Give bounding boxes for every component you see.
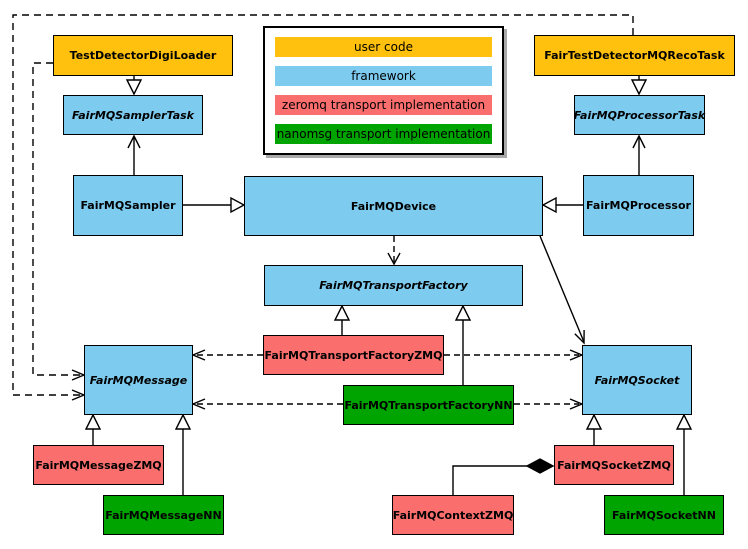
edge-socketzmq-inherits-socket — [585, 413, 603, 445]
edge-processor-uses-processortask — [632, 134, 646, 175]
node-fairmq-device: FairMQDevice — [244, 176, 543, 236]
edge-digiloader-inherits-samplertask — [125, 76, 143, 96]
legend-label: framework — [351, 69, 416, 83]
edge-messagenn-inherits-message — [174, 413, 192, 495]
node-fairmq-socket-nn: FairMQSocketNN — [604, 495, 724, 535]
node-fair-test-detector-mq-reco-task: FairTestDetectorMQRecoTask — [534, 35, 735, 76]
node-fairmq-processor: FairMQProcessor — [583, 175, 694, 236]
node-fairmq-socket-zmq: FairMQSocketZMQ — [554, 445, 674, 485]
edge-sampler-uses-samplertask — [127, 134, 141, 175]
edge-tfzmq-inherits-transportfactory — [333, 304, 351, 335]
edge-tfnn-depends-socket — [514, 398, 584, 410]
node-fairmq-message: FairMQMessage — [84, 345, 193, 415]
node-fairmq-context-zmq: FairMQContextZMQ — [392, 495, 514, 535]
edge-socketzmq-composes-contextzmq — [452, 458, 555, 495]
edge-tfzmq-depends-socket — [444, 349, 584, 361]
edge-device-uses-socket — [539, 235, 585, 345]
edge-device-depends-transportfactory — [387, 236, 401, 266]
edge-sampler-inherits-device — [183, 196, 246, 214]
node-fairmq-transport-factory: FairMQTransportFactory — [264, 265, 523, 306]
node-fairmq-message-nn: FairMQMessageNN — [103, 495, 224, 535]
edge-processor-inherits-device — [541, 196, 583, 214]
node-fairmq-sampler-task: FairMQSamplerTask — [63, 95, 203, 135]
node-test-detector-digi-loader: TestDetectorDigiLoader — [53, 35, 233, 76]
node-fairmq-transport-factory-nn: FairMQTransportFactoryNN — [343, 385, 514, 425]
edge-tfnn-depends-message — [191, 398, 343, 410]
legend-item-zeromq: zeromq transport implementation — [275, 95, 492, 115]
legend-label: user code — [354, 40, 413, 54]
node-fairmq-message-zmq: FairMQMessageZMQ — [33, 445, 164, 485]
node-fairmq-socket: FairMQSocket — [582, 345, 692, 415]
node-fairmq-transport-factory-zmq: FairMQTransportFactoryZMQ — [263, 335, 444, 375]
edge-socketnn-inherits-socket — [675, 413, 693, 495]
edge-tfzmq-depends-message — [191, 349, 263, 361]
legend-item-framework: framework — [275, 66, 492, 86]
legend-label: nanomsg transport implementation — [276, 127, 491, 141]
edge-messagezmq-inherits-message — [84, 413, 102, 445]
node-fairmq-sampler: FairMQSampler — [73, 175, 183, 236]
legend-item-user-code: user code — [275, 37, 492, 57]
composition-diamond-icon — [525, 458, 555, 474]
edge-recotask-inherits-processortask — [630, 76, 648, 96]
edge-tfnn-inherits-transportfactory — [454, 304, 472, 385]
legend-item-nanomsg: nanomsg transport implementation — [275, 124, 492, 144]
node-fairmq-processor-task: FairMQProcessorTask — [574, 95, 705, 135]
legend: user code framework zeromq transport imp… — [263, 26, 504, 155]
legend-label: zeromq transport implementation — [281, 98, 486, 112]
